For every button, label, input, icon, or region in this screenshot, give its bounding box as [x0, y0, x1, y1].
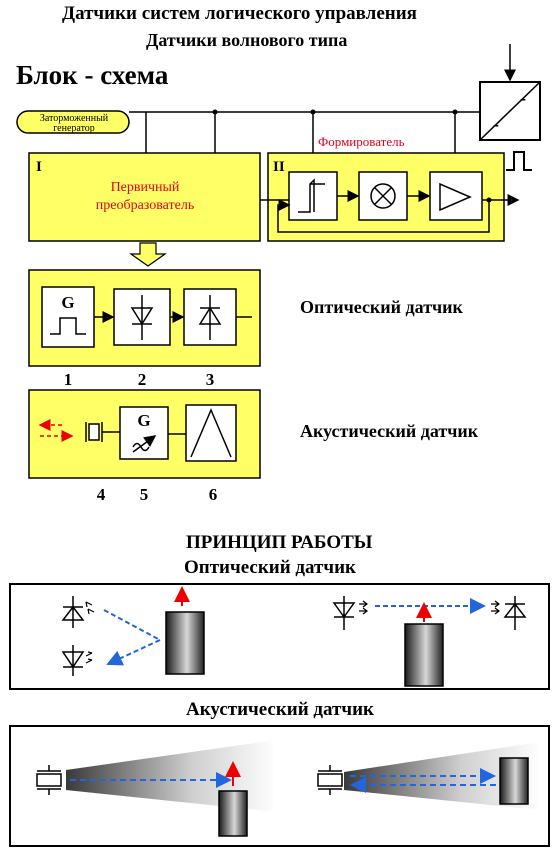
junction-dot — [212, 109, 218, 115]
optical-number-3: 3 — [206, 370, 215, 389]
generator-label-2: генератор — [53, 123, 95, 134]
object-cylinder-4 — [499, 757, 529, 805]
acoustic-number-5: 5 — [140, 485, 149, 504]
block-i-text-1: Первичный — [111, 180, 180, 195]
acoustic-number-6: 6 — [209, 485, 218, 504]
optical-number-2: 2 — [138, 370, 147, 389]
amplifier-icon — [439, 182, 472, 212]
block-i-roman: I — [36, 159, 42, 175]
led-icon-reflect — [61, 645, 93, 676]
led-icon — [130, 295, 154, 340]
piezo-icon — [85, 422, 120, 442]
schmitt-icon — [298, 178, 325, 213]
optical-gen-letter: G — [61, 293, 74, 312]
multiplier-icon — [370, 183, 396, 209]
down-arrow — [129, 242, 167, 267]
acoustic-gen-letter: G — [137, 411, 150, 430]
principle-optical-heading: Оптический датчик — [184, 557, 356, 578]
block-ii-text: Формирователь — [318, 134, 405, 149]
photodiode-icon-reflect — [61, 596, 95, 628]
block-i-text-2: преобразователь — [96, 198, 194, 213]
feedback-loop — [277, 199, 490, 233]
dc-sign-top: - — [520, 88, 526, 108]
block-i — [28, 152, 261, 242]
optical-sensor-label: Оптический датчик — [300, 297, 463, 317]
junction-dot-3 — [452, 109, 458, 115]
object-cylinder-1 — [165, 611, 205, 675]
block-scheme-heading: Блок - схема — [16, 60, 169, 90]
led-icon-interrupt — [332, 596, 368, 630]
detector-box — [185, 404, 237, 462]
generator-label-1: Заторможенный — [40, 113, 109, 124]
acoustic-number-4: 4 — [97, 485, 106, 504]
pulse-icon — [50, 317, 86, 335]
trigger-box — [288, 171, 338, 221]
piezo-emitter-icon-1 — [36, 765, 62, 795]
junction-dot-2 — [310, 109, 316, 115]
principle-acoustic-heading: Акустический датчик — [186, 699, 374, 720]
dc-sign-bottom: - — [493, 114, 499, 134]
principle-heading: ПРИНЦИП РАБОТЫ — [186, 532, 373, 553]
title-line-1: Датчики систем логического управления — [62, 3, 417, 24]
pulse-output-icon — [506, 151, 532, 171]
acoustic-sensor-label: Акустический датчик — [300, 421, 479, 441]
object-cylinder-2 — [404, 623, 444, 687]
block-ii-roman: II — [273, 159, 285, 175]
triangle-wave-icon — [190, 408, 232, 458]
title-line-2: Датчики волнового типа — [146, 30, 348, 50]
piezo-emitter-icon-2 — [317, 765, 343, 795]
generator-pill — [16, 110, 130, 134]
beam-reflected — [106, 639, 161, 666]
optical-number-1: 1 — [64, 370, 73, 389]
beam-incident — [103, 609, 161, 641]
photodiode-icon-interrupt — [491, 596, 527, 630]
photodiode-icon — [198, 295, 222, 340]
optical-principle-box — [9, 583, 550, 690]
object-cylinder-3 — [218, 790, 248, 837]
optical-gen-box — [41, 286, 95, 348]
